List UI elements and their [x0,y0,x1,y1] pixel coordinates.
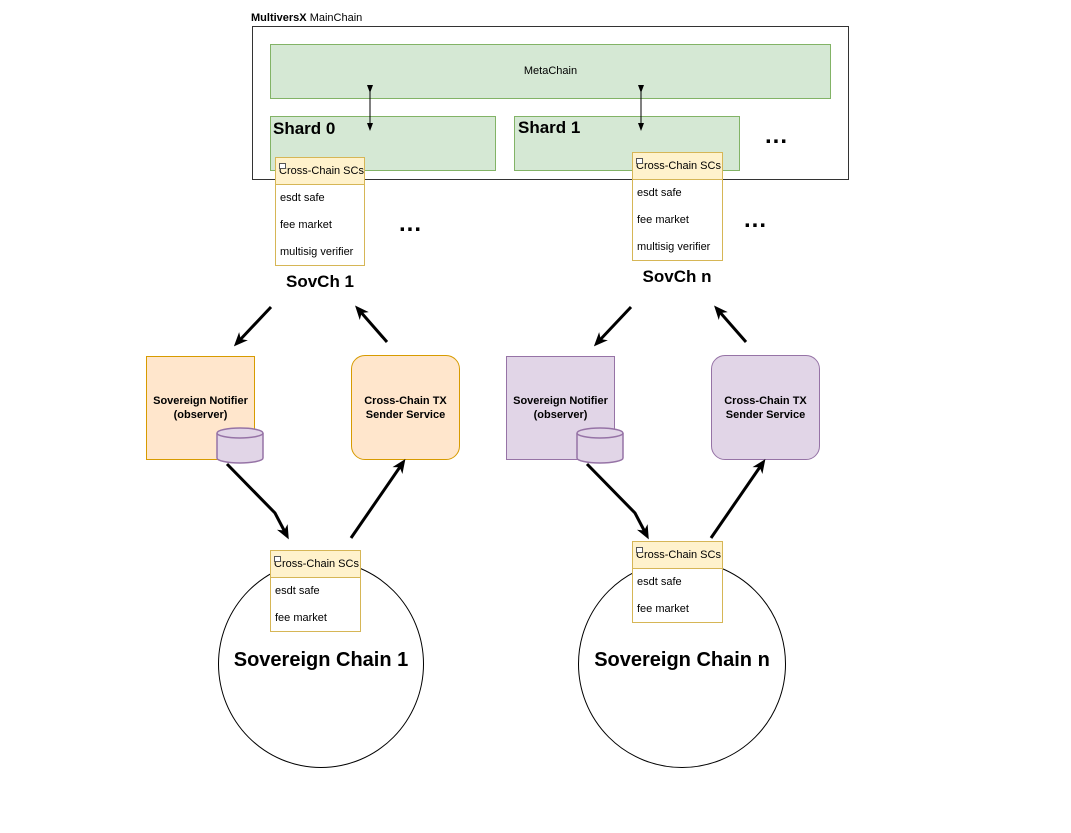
sovch-n-label: SovCh n [642,267,712,286]
sc-item: fee market [637,214,689,226]
sc-item: esdt safe [637,576,682,588]
shard-ellipsis: ... [765,122,789,149]
sovereign-chain-1-label: Sovereign Chain 1 [233,649,409,671]
sc-header-label: Cross-Chain SCs [274,558,359,570]
sovch-n-ellipsis: ... [744,206,768,233]
sc-item: multisig verifier [280,246,354,258]
notifier-to-chain-1-arrow [225,462,289,540]
sovch-1-sc-box: Cross-Chain SCs esdt safe fee market mul… [275,157,365,266]
sc-item: esdt safe [275,585,320,597]
sc-header-label: Cross-Chain SCs [279,165,364,177]
collapse-icon [279,163,286,169]
collapse-icon [636,158,643,164]
notifier-title: Sovereign Notifier [153,395,248,407]
database-icon [216,427,264,464]
sender-title: Cross-Chain TX [724,394,807,407]
sc-item: esdt safe [280,192,325,204]
metachain-box: MetaChain [270,44,831,99]
sc-header: Cross-Chain SCs [633,542,722,569]
sender-subtitle: Sender Service [365,408,446,421]
sender-to-sovch-1-arrow [355,305,389,343]
mainchain-title: MultiversX MainChain [251,12,362,24]
metachain-label: MetaChain [523,65,578,77]
sender-subtitle: Sender Service [725,408,806,421]
sovch-1-ellipsis: ... [399,210,423,237]
notifier-subtitle: (observer) [173,409,228,421]
notifier-subtitle: (observer) [533,409,588,421]
collapse-icon [636,547,643,553]
sc-item: fee market [275,612,327,624]
sovereign-n-sc-box: Cross-Chain SCs esdt safe fee market [632,541,723,623]
sovereign-chain-n-label: Sovereign Chain n [594,649,770,671]
collapse-icon [274,556,281,562]
sc-item: esdt safe [637,187,682,199]
mainchain-brand: MultiversX [251,12,307,24]
notifier-title: Sovereign Notifier [513,395,608,407]
sovch-1-to-notifier-arrow [233,305,273,347]
sc-header: Cross-Chain SCs [271,551,360,578]
sovch-n-sc-box: Cross-Chain SCs esdt safe fee market mul… [632,152,723,261]
chain-1-to-sender-arrow [349,459,406,539]
sender-to-sovch-n-arrow [714,305,748,343]
database-icon [576,427,624,464]
sc-item: fee market [637,603,689,615]
sender-title: Cross-Chain TX [364,394,447,407]
sovereign-1-sc-box: Cross-Chain SCs esdt safe fee market [270,550,361,632]
mainchain-title-text: MainChain [309,12,363,24]
sc-header: Cross-Chain SCs [276,158,364,185]
sovch-n-to-notifier-arrow [593,305,633,347]
shard-0-label: Shard 0 [273,119,336,138]
sc-header-label: Cross-Chain SCs [636,549,721,561]
shard-1-label: Shard 1 [518,118,581,137]
shard-1-box: Shard 1 [514,116,740,171]
sc-item: multisig verifier [637,241,711,253]
sc-header-label: Cross-Chain SCs [636,160,721,172]
sc-item: fee market [280,219,332,231]
chain-n-to-sender-arrow [709,459,766,539]
sc-header: Cross-Chain SCs [633,153,722,180]
sovch-1-label: SovCh 1 [285,272,355,291]
notifier-to-chain-n-arrow [585,462,649,540]
